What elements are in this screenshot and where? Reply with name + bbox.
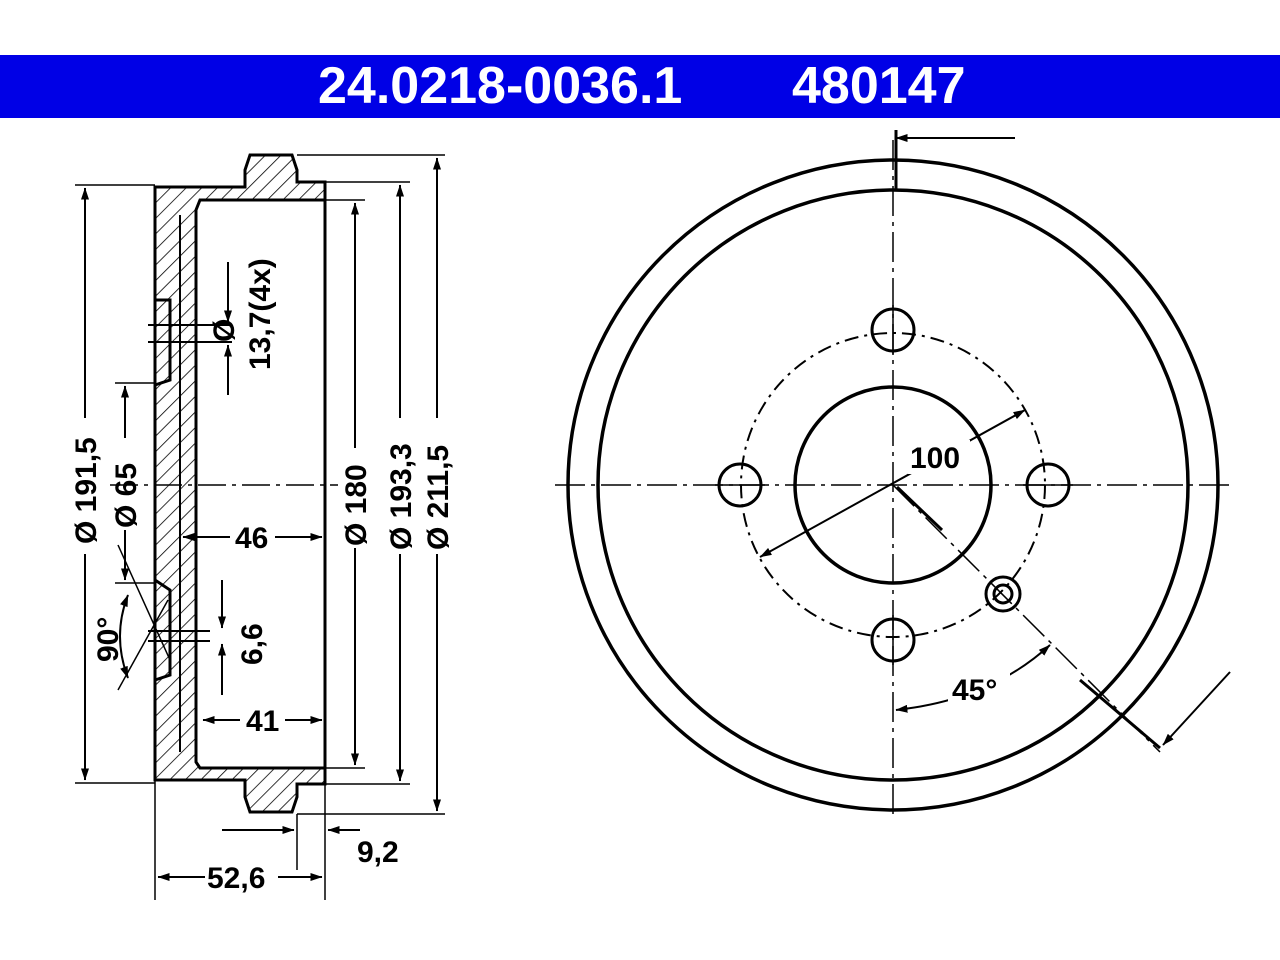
section-marker xyxy=(1079,678,1161,750)
dim-41-label: 41 xyxy=(246,705,279,738)
dim-6-6-label: 6,6 xyxy=(236,623,269,665)
drum-outer-circle xyxy=(566,158,1220,812)
front-view: 100 45° xyxy=(555,130,1231,815)
section-arrow-bottom xyxy=(1162,671,1231,746)
drum-inner-circle xyxy=(596,188,1190,782)
dim-193-3-label: Ø 193,3 xyxy=(385,443,418,550)
drum-section-hatch xyxy=(153,153,327,814)
title-banner: 24.0218-0036.1 480147 xyxy=(0,55,1280,118)
screw-hole-outer xyxy=(984,575,1022,613)
dim-211-5-label: Ø 211,5 xyxy=(422,445,455,550)
screw-hole-inner xyxy=(992,583,1014,605)
dim-46-label: 46 xyxy=(235,522,268,555)
angle-45-label: 45° xyxy=(952,674,997,707)
dim-65-label: Ø 65 xyxy=(110,463,143,528)
hole-dia-symbol: Ø xyxy=(208,319,241,342)
hub-contour xyxy=(154,298,172,682)
pcd-label: 100 xyxy=(910,442,960,475)
hole-spec-label: 13,7(4x) xyxy=(244,258,277,370)
part-number: 24.0218-0036.1 xyxy=(318,57,683,115)
dim-9-2-label: 9,2 xyxy=(357,836,399,869)
pcd-dimension-line xyxy=(759,409,1026,558)
dim-180-label: Ø 180 xyxy=(340,464,373,546)
side-section-view: Ø 191,5 Ø 65 Ø 180 Ø 193,3 Ø 211,5 Ø 13,… xyxy=(68,153,455,900)
dim-52-6-label: 52,6 xyxy=(207,862,265,895)
diagonal-centerline xyxy=(892,484,1161,753)
dim-191-5-label: Ø 191,5 xyxy=(70,437,103,544)
dim-90-angle-label: 90° xyxy=(92,617,125,662)
reference-number: 480147 xyxy=(792,57,966,115)
